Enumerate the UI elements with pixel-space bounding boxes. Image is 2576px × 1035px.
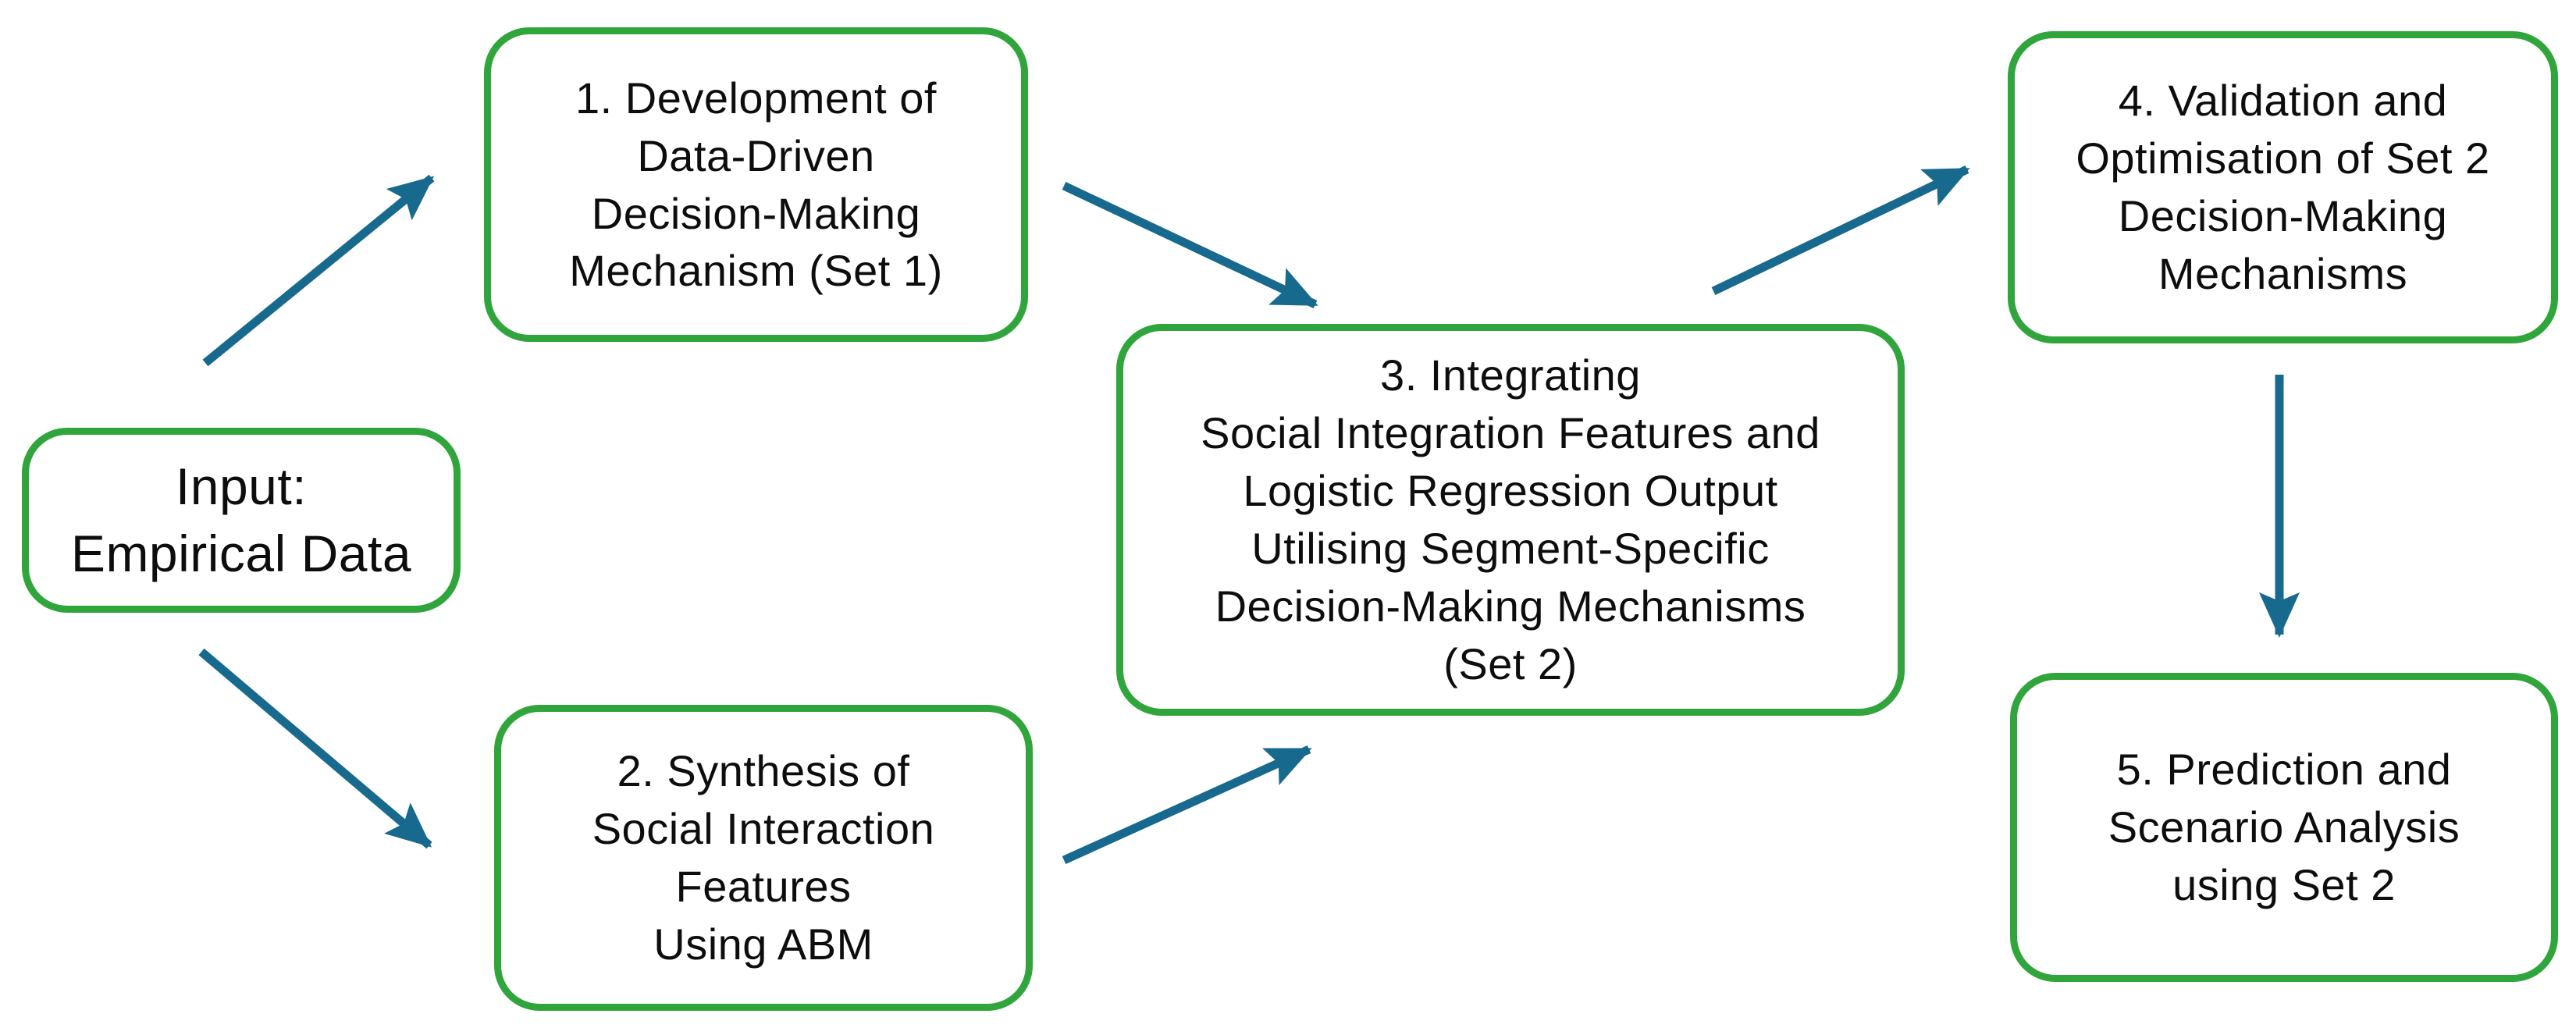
node-label-line: 3. Integrating (1380, 350, 1641, 400)
node-label-line: Decision-Making Mechanisms (1215, 581, 1806, 631)
node-label-line: Mechanisms (2158, 248, 2408, 298)
node-label-line: 2. Synthesis of (617, 746, 910, 796)
arrow-step1-to-step3 (1062, 182, 1318, 308)
node-label-line: Input: (175, 457, 308, 515)
node-label-line: Features (675, 862, 852, 911)
arrow-step2-to-step3 (1062, 745, 1312, 865)
arrow-step3-to-step4 (1711, 165, 1970, 295)
node-label-line: Decision-Making (2118, 191, 2448, 240)
node-label-line: Data-Driven (637, 130, 875, 180)
node-label-line: Mechanism (Set 1) (569, 246, 943, 296)
node-label-line: Optimisation of Set 2 (2076, 133, 2490, 183)
node-label-line: using Set 2 (2172, 859, 2396, 909)
arrow-input-to-step2 (198, 648, 432, 849)
node-input: Input: Empirical Data (22, 428, 461, 613)
node-label-line: Social Interaction (592, 804, 935, 854)
node-label-line: 4. Validation and (2118, 76, 2448, 126)
node-label-line: Empirical Data (70, 524, 412, 582)
node-label-line: Using ABM (653, 919, 873, 969)
node-label-line: 5. Prediction and (2116, 745, 2452, 795)
node-label-line: Social Integration Features and (1201, 408, 1820, 458)
node-label-line: Scenario Analysis (2108, 802, 2460, 852)
arrow-input-to-step1 (202, 174, 435, 367)
node-label-line: Logistic Regression Output (1243, 466, 1778, 516)
node-label-line: (Set 2) (1443, 638, 1578, 688)
node-label-line: 1. Development of (575, 73, 937, 123)
node-label-line: Decision-Making (591, 188, 921, 238)
node-label-line: Utilising Segment-Specific (1251, 524, 1770, 573)
